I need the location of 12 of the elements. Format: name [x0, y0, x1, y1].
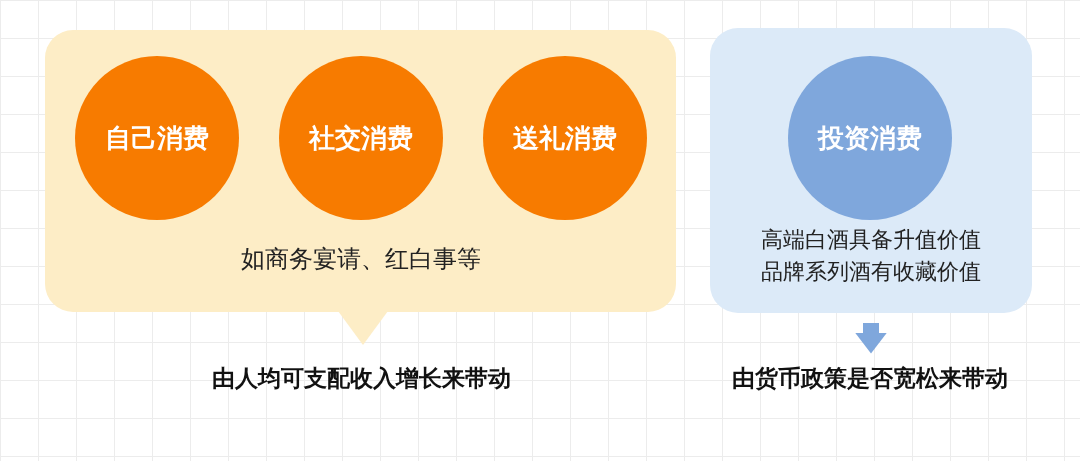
description-text: 高端白酒具备升值价值 — [761, 226, 981, 254]
category-circle: 社交消费 — [279, 56, 443, 220]
category-circle: 送礼消费 — [483, 56, 647, 220]
info-panel — [710, 28, 1032, 313]
category-circle: 自己消费 — [75, 56, 239, 220]
description-text: 如商务宴请、红白事等 — [240, 244, 481, 275]
callout-panel — [45, 30, 676, 312]
driver-text: 由货币政策是否宽松来带动 — [720, 357, 1020, 399]
category-circle: 投资消费 — [788, 56, 952, 220]
driver-text: 由人均可支配收入增长来带动 — [210, 364, 512, 393]
description-text: 品牌系列酒有收藏价值 — [761, 257, 981, 286]
down-arrow — [855, 323, 887, 354]
